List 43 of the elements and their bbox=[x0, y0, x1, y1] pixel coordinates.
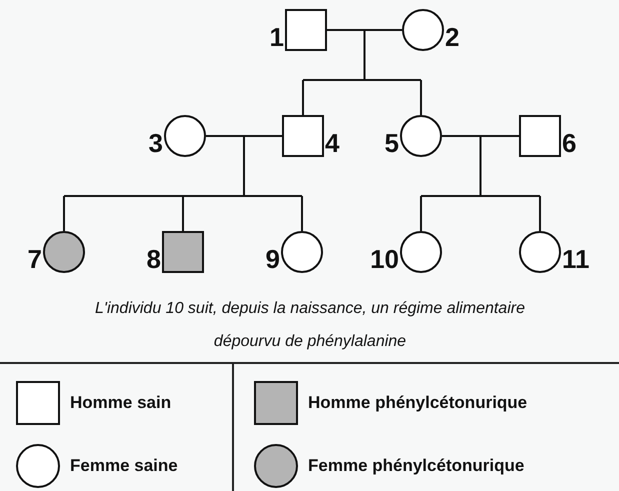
caption: L'individu 10 suit, depuis la naissance, un régime alimentaire dépourvu de phénylalanine bbox=[94, 299, 526, 352]
female-circle bbox=[400, 231, 442, 273]
shaded-female-circle bbox=[43, 231, 85, 273]
sibship-line bbox=[303, 79, 421, 81]
legend-label: Femme saine bbox=[70, 455, 178, 478]
couple-line bbox=[442, 135, 519, 137]
child-line bbox=[301, 196, 303, 231]
descent-line bbox=[480, 136, 482, 196]
child-line bbox=[420, 80, 422, 115]
female-circle bbox=[281, 231, 323, 273]
individual-number: 10 bbox=[370, 246, 399, 272]
individual-number: 1 bbox=[270, 24, 284, 50]
female-circle bbox=[164, 115, 206, 157]
legend-label: Homme phénylcétonurique bbox=[308, 392, 528, 414]
child-line bbox=[420, 196, 422, 231]
child-line bbox=[302, 80, 304, 115]
descent-line bbox=[243, 136, 245, 196]
male-square bbox=[519, 115, 561, 157]
individual-number: 5 bbox=[384, 130, 399, 156]
female-circle bbox=[400, 115, 442, 157]
descent-line bbox=[364, 30, 366, 80]
couple-line bbox=[206, 135, 282, 137]
individual-number: 8 bbox=[146, 246, 161, 272]
individual-number: 3 bbox=[148, 130, 163, 156]
individual-number: 6 bbox=[562, 130, 576, 156]
male-square bbox=[282, 115, 324, 157]
legend-label: Femme phénylcétonurique bbox=[308, 455, 524, 478]
child-line bbox=[63, 196, 65, 231]
individual-number: 4 bbox=[325, 130, 340, 156]
child-line bbox=[182, 196, 184, 231]
female-circle bbox=[402, 9, 444, 51]
couple-line bbox=[327, 29, 402, 31]
individual-number: 2 bbox=[445, 24, 460, 50]
individual-number: 11 bbox=[562, 246, 590, 272]
male-square bbox=[285, 9, 327, 51]
sibship-line bbox=[421, 195, 540, 197]
sibship-line bbox=[64, 195, 302, 197]
shaded-male-square bbox=[162, 231, 204, 273]
legend-label: Homme sain bbox=[70, 392, 172, 414]
individual-number: 9 bbox=[266, 246, 280, 272]
female-circle bbox=[519, 231, 561, 273]
child-line bbox=[539, 196, 541, 231]
individual-number: 7 bbox=[28, 246, 42, 272]
